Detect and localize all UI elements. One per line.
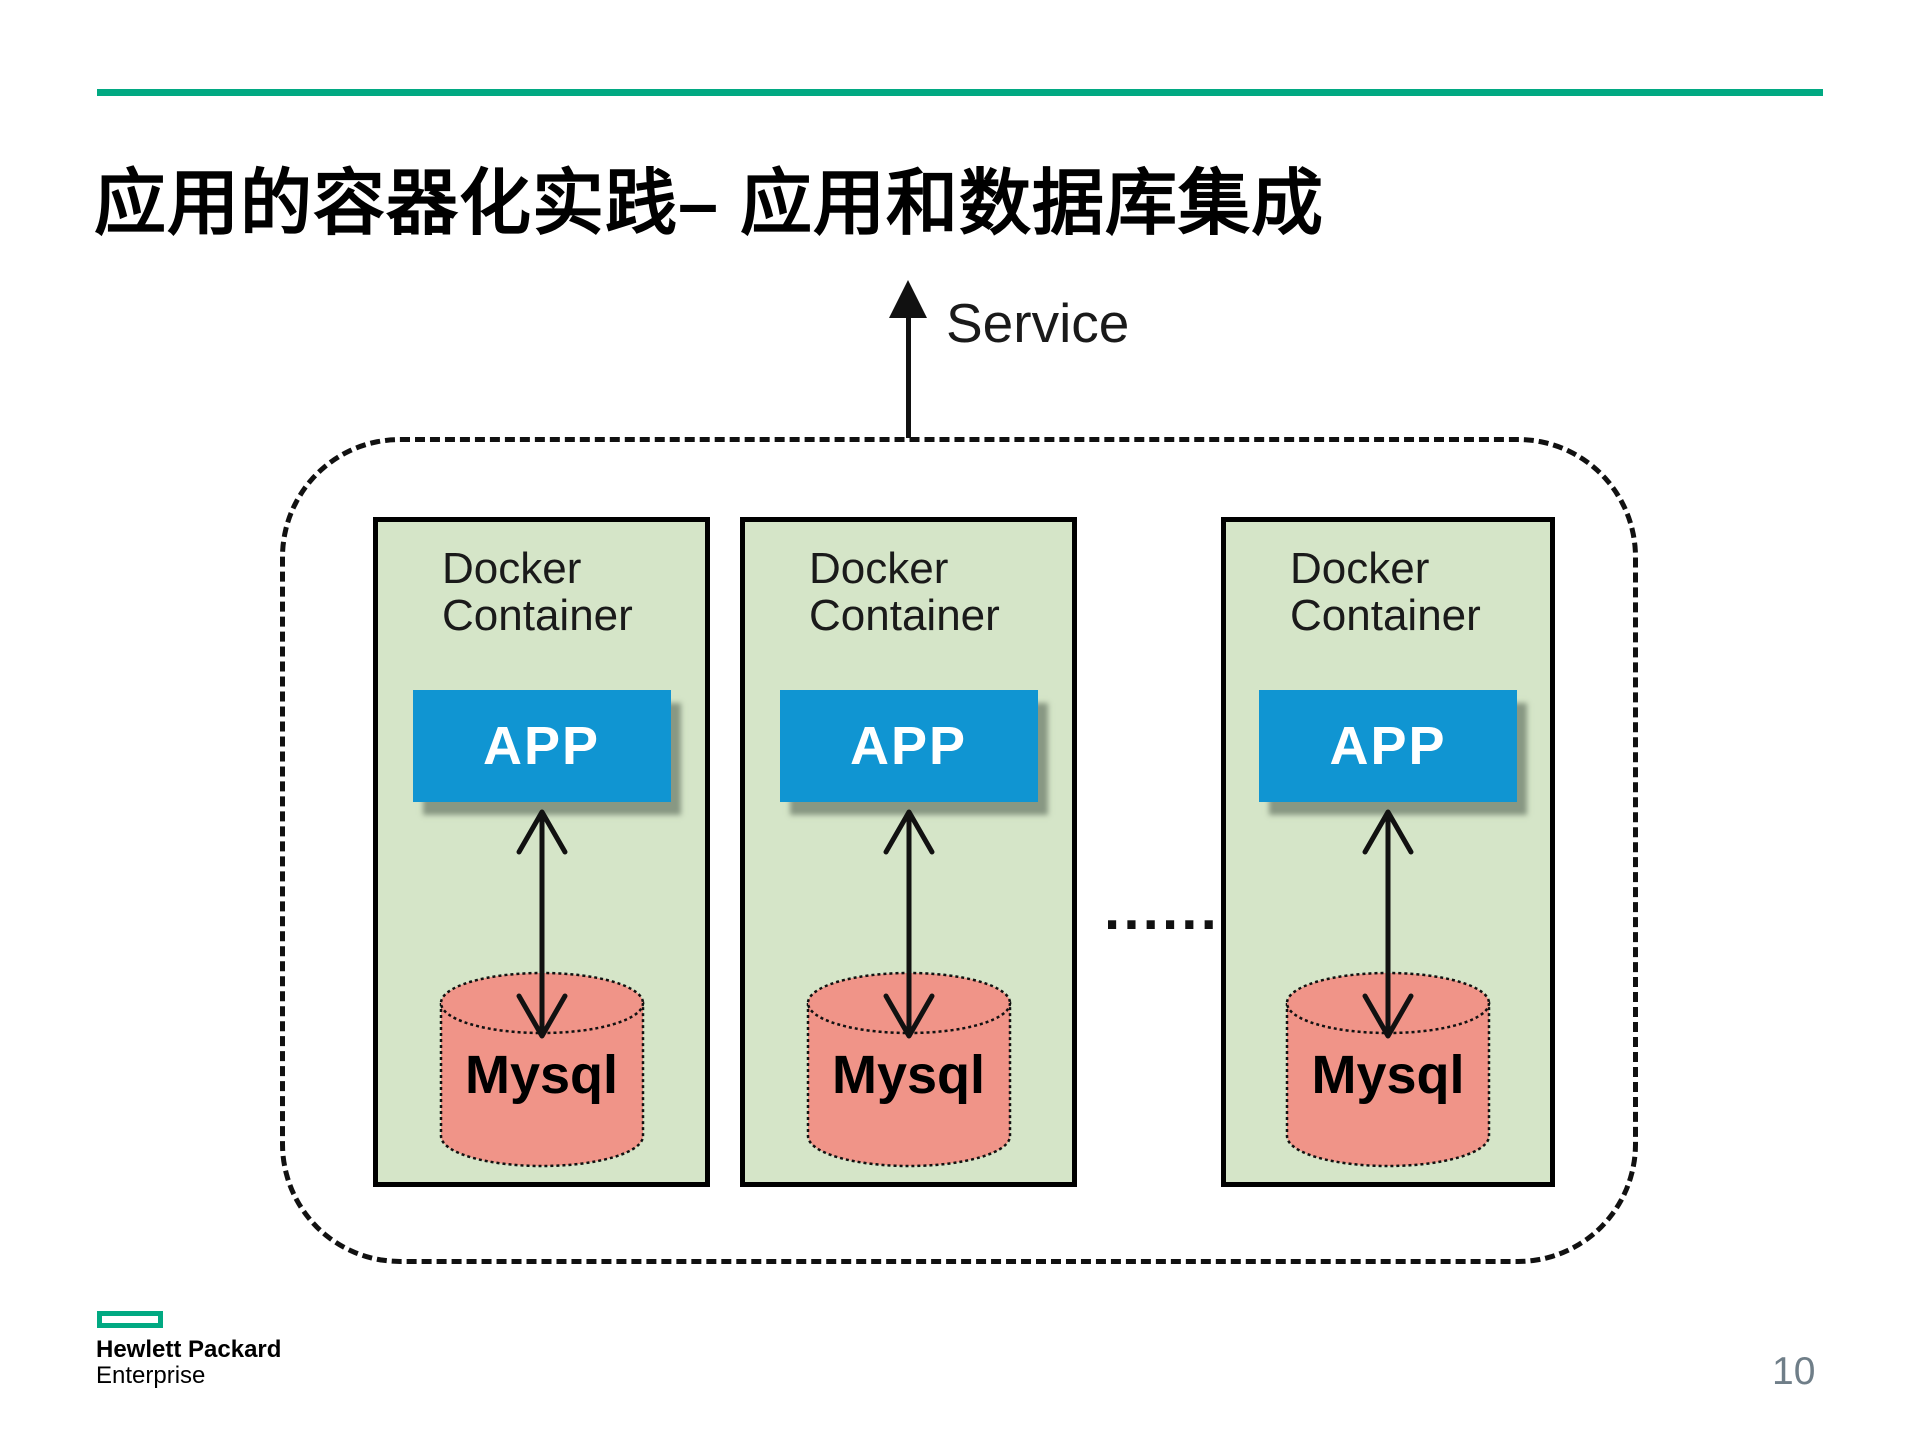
more-containers-ellipsis: ······ bbox=[1104, 892, 1220, 957]
docker-container-2-title-line2: Container bbox=[809, 590, 1000, 640]
docker-container-1: Docker Container APP Mysql bbox=[373, 517, 710, 1187]
page-number: 10 bbox=[1772, 1350, 1816, 1393]
service-arrow-line bbox=[906, 312, 911, 438]
mysql-label-1: Mysql bbox=[464, 1045, 619, 1105]
docker-container-3: Docker Container APP Mysql bbox=[1221, 517, 1555, 1187]
mysql-label-3: Mysql bbox=[1311, 1045, 1465, 1105]
mysql-cylinder-1: Mysql bbox=[437, 970, 647, 1170]
app-box-1: APP bbox=[412, 690, 671, 802]
service-label: Service bbox=[946, 292, 1130, 354]
mysql-label-2: Mysql bbox=[831, 1045, 986, 1105]
docker-container-3-title: Docker Container bbox=[1226, 544, 1550, 640]
cluster-dashed-boundary bbox=[280, 437, 1638, 1264]
app-db-double-arrow-2 bbox=[883, 809, 934, 1039]
hpe-logo-icon bbox=[97, 1311, 163, 1328]
app-db-double-arrow-3 bbox=[1362, 809, 1414, 1039]
docker-container-2: Docker Container APP Mysql bbox=[740, 517, 1077, 1187]
app-box-3: APP bbox=[1259, 690, 1517, 802]
mysql-cylinder-shape-1 bbox=[439, 971, 644, 1168]
slide-title: 应用的容器化实践– 应用和数据库集成 bbox=[94, 164, 1325, 245]
docker-container-1-title-line1: Docker bbox=[442, 544, 582, 593]
app-label-1: APP bbox=[482, 716, 601, 776]
app-label-3: APP bbox=[1329, 716, 1447, 776]
hpe-brand-line1: Hewlett Packard bbox=[96, 1336, 282, 1363]
docker-container-2-title: Docker Container bbox=[745, 544, 1072, 640]
app-db-double-arrow-1 bbox=[516, 809, 567, 1039]
docker-container-3-title-line1: Docker bbox=[1290, 544, 1430, 593]
docker-container-1-title-line2: Container bbox=[442, 590, 633, 640]
docker-container-3-title-line2: Container bbox=[1290, 590, 1481, 640]
app-label-2: APP bbox=[849, 716, 968, 776]
hpe-accent-bar bbox=[97, 89, 1823, 96]
docker-container-2-title-line1: Docker bbox=[809, 544, 949, 593]
docker-container-1-title: Docker Container bbox=[378, 544, 705, 640]
hpe-brand-line2: Enterprise bbox=[96, 1362, 206, 1389]
app-box-2: APP bbox=[779, 690, 1038, 802]
service-arrowhead-icon bbox=[889, 280, 927, 318]
